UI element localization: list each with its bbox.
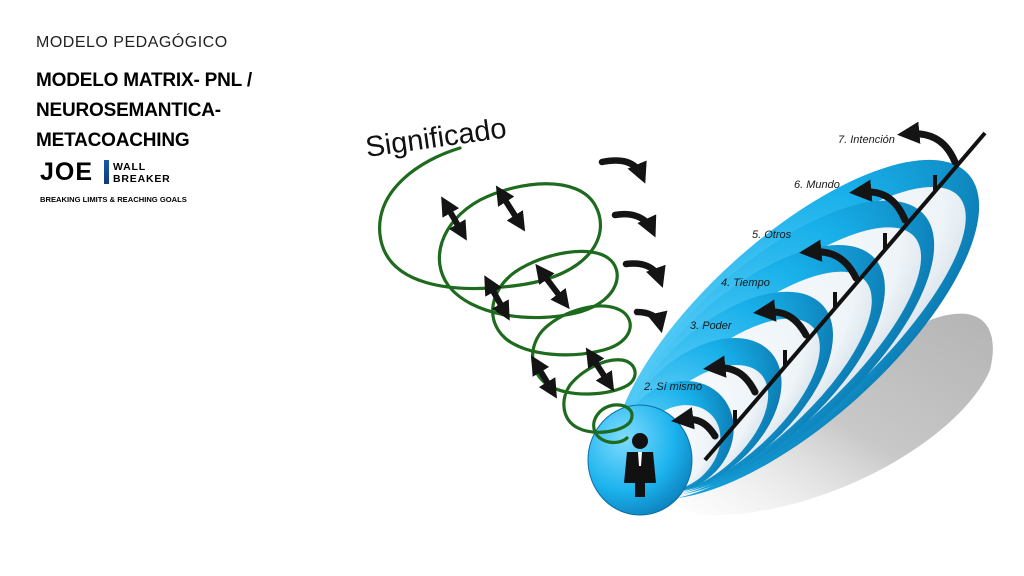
stair-steps (733, 175, 937, 425)
level-label-2: 2. Sí mismo (643, 381, 702, 393)
brand-logo: JOE WALL BREAKER BREAKING LIMITS & REACH… (40, 156, 200, 208)
logo-name: JOE (40, 158, 94, 186)
cone-arrows (671, 121, 959, 440)
logo-bar (104, 160, 109, 184)
logo-line1: WALL (113, 161, 146, 173)
transfer-arrows (598, 157, 668, 334)
eyebrow-label: MODELO PEDAGÓGICO (36, 34, 228, 51)
logo-tagline: BREAKING LIMITS & REACHING GOALS (40, 195, 187, 204)
spiral-double-arrows (441, 185, 615, 399)
logo-line2: BREAKER (113, 173, 171, 185)
level-label-3: 3. Poder (690, 320, 733, 332)
staircase-line (703, 131, 987, 462)
page-title: MODELO MATRIX- PNL / NEUROSEMANTICA-META… (36, 70, 252, 151)
level-label-7: 7. Intención (838, 134, 895, 146)
level-label-4: 4. Tiempo (721, 277, 770, 289)
meaning-spiral (378, 146, 637, 445)
level-label-5: 5. Otros (752, 229, 792, 241)
level-label-6: 6. Mundo (794, 179, 840, 191)
person-in-suit-icon (624, 433, 656, 497)
